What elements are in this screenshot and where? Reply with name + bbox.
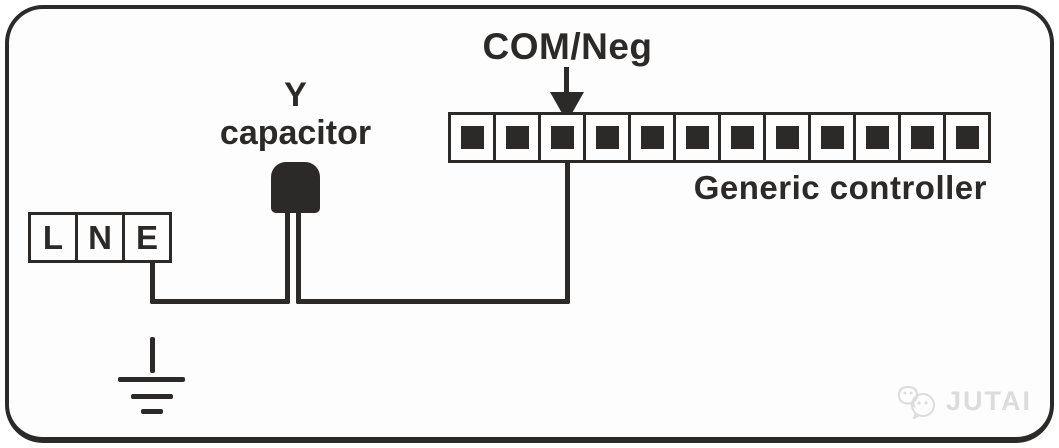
ground-stem xyxy=(150,337,155,373)
terminal-contact xyxy=(460,126,484,149)
terminal-contact xyxy=(505,126,529,149)
terminal-contact xyxy=(775,126,799,149)
terminal-L: L xyxy=(28,212,78,263)
controller-label: Generic controller xyxy=(693,169,987,206)
capacitor-right-leg xyxy=(296,211,301,304)
terminal-cell-7 xyxy=(718,112,766,163)
terminal-cell-4 xyxy=(583,112,631,163)
capacitor-label-line2: capacitor xyxy=(219,114,372,152)
terminal-contact xyxy=(820,126,844,149)
terminal-cell-5 xyxy=(628,112,676,163)
ground-bar-medium xyxy=(131,394,173,399)
ground-bar-long xyxy=(118,377,185,382)
terminal-cell-6 xyxy=(673,112,721,163)
terminal-contact xyxy=(955,126,979,149)
terminal-cell-9 xyxy=(808,112,856,163)
jutai-logo-icon xyxy=(897,385,935,419)
terminal-contact xyxy=(550,126,574,149)
capacitor-label: Y capacitor xyxy=(203,76,388,152)
wire-capacitor-to-com xyxy=(296,299,570,304)
terminal-cell-3 xyxy=(538,112,586,163)
terminal-cell-12 xyxy=(943,112,991,163)
terminal-cell-2 xyxy=(493,112,541,163)
terminal-contact xyxy=(730,126,754,149)
terminal-cell-11 xyxy=(898,112,946,163)
terminal-cell-10 xyxy=(853,112,901,163)
terminal-cell-1 xyxy=(448,112,496,163)
capacitor-label-line1: Y xyxy=(284,76,307,114)
terminal-contact xyxy=(865,126,889,149)
terminal-strip xyxy=(448,112,991,163)
com-neg-label: COM/Neg xyxy=(482,26,653,67)
terminal-contact xyxy=(685,126,709,149)
ground-bar-short xyxy=(141,409,163,414)
wire-com-up xyxy=(565,160,570,304)
watermark-text: JUTAI xyxy=(946,385,1033,416)
terminal-contact xyxy=(640,126,664,149)
terminal-E: E xyxy=(122,212,172,263)
y-capacitor-body xyxy=(271,162,320,213)
diagram-border xyxy=(5,5,1054,443)
wire-e-to-capacitor xyxy=(150,299,290,304)
power-terminal-block: L N E xyxy=(28,212,172,263)
terminal-contact xyxy=(910,126,934,149)
terminal-contact xyxy=(595,126,619,149)
terminal-cell-8 xyxy=(763,112,811,163)
capacitor-left-leg xyxy=(285,211,290,304)
wire-e-down xyxy=(150,261,155,304)
down-arrow-icon xyxy=(564,67,569,95)
terminal-N: N xyxy=(75,212,125,263)
watermark: JUTAI xyxy=(896,383,1032,419)
